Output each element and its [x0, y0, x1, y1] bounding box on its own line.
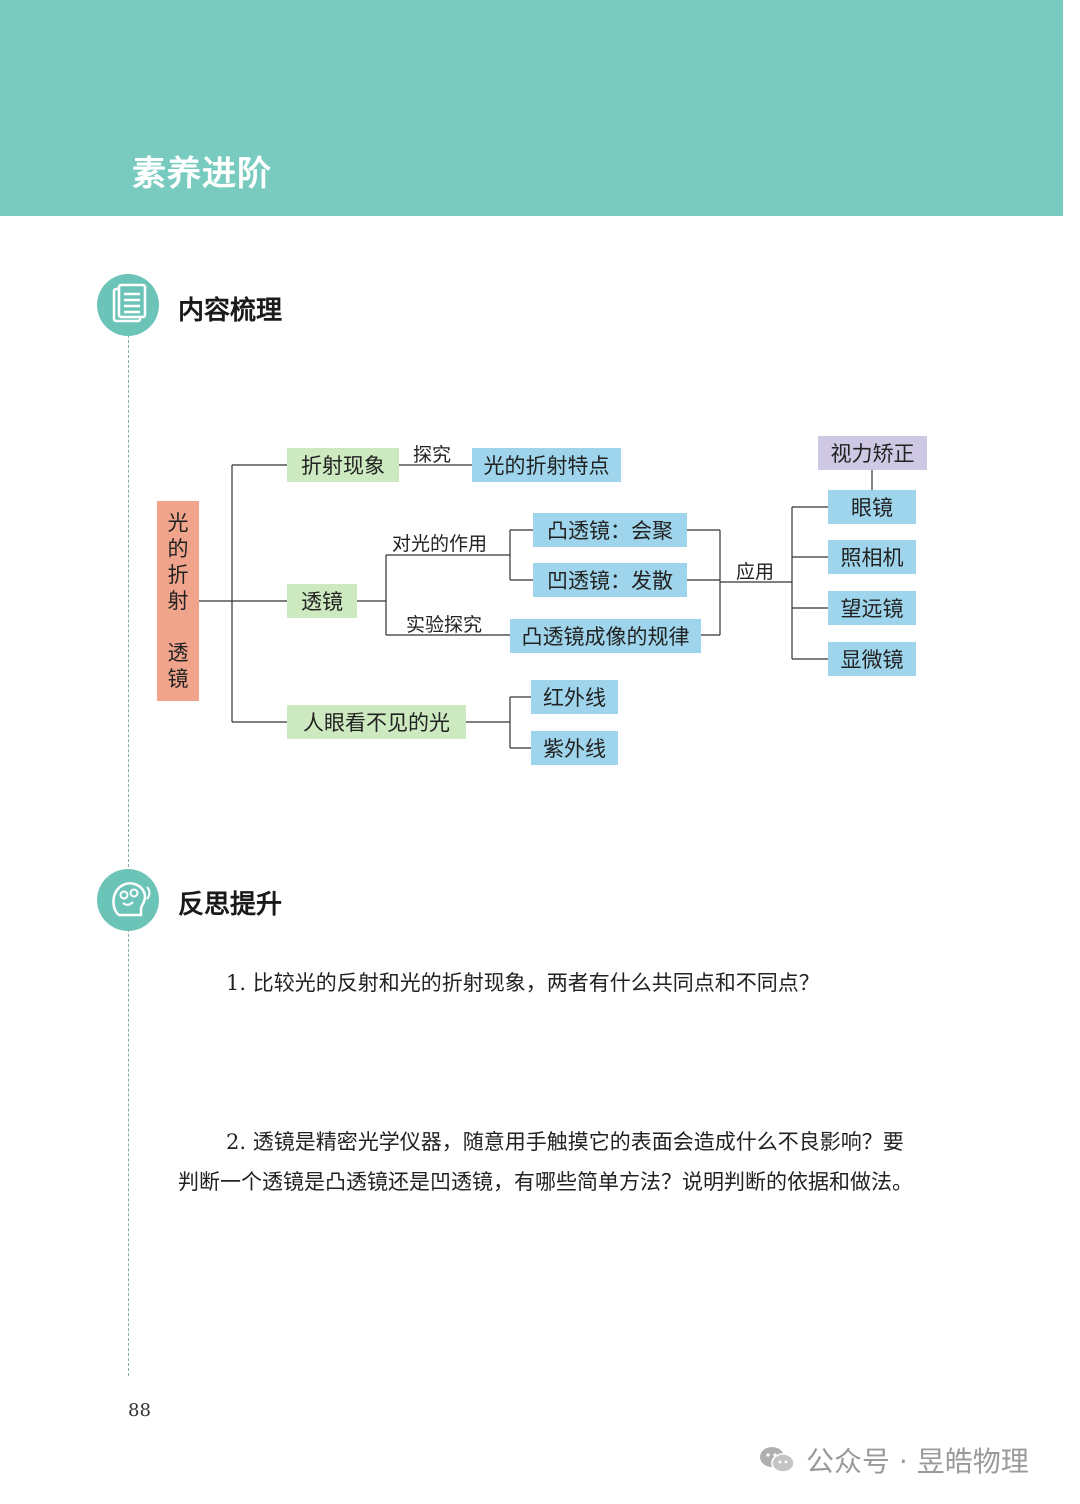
- watermark: 公众号 · 昱皓物理: [758, 1440, 1029, 1480]
- watermark-text: 公众号 · 昱皓物理: [806, 1445, 1029, 1478]
- node-vision-correction: 视力矫正: [818, 436, 927, 470]
- thinking-head-icon: [97, 869, 159, 931]
- label-apply: 应用: [736, 561, 775, 583]
- label-experiment: 实验探究: [406, 614, 483, 636]
- map-root-node: 光 的 折 射 透 镜: [157, 501, 199, 701]
- node-concave-diverge: 凹透镜：发散: [533, 563, 687, 597]
- node-lens: 透镜: [287, 584, 357, 618]
- node-app-camera: 照相机: [828, 540, 916, 574]
- section-divider-line: [128, 330, 129, 1376]
- page-title: 素养进阶: [132, 154, 272, 194]
- node-invisible-light: 人眼看不见的光: [287, 705, 466, 739]
- root-char: 光: [167, 511, 189, 535]
- root-char: 的: [167, 537, 189, 561]
- question-2: 2. 透镜是精密光学仪器，随意用手触摸它的表面会造成什么不良影响？要判断一个透镜…: [178, 1130, 913, 1194]
- root-char: 射: [167, 589, 189, 613]
- section-title-reflect: 反思提升: [178, 890, 283, 920]
- root-char: 镜: [167, 667, 189, 691]
- node-app-telescope: 望远镜: [828, 591, 916, 625]
- header-band: [0, 0, 1063, 216]
- node-refraction-features: 光的折射特点: [472, 448, 621, 482]
- section-title-outline: 内容梳理: [178, 296, 283, 326]
- label-explore: 探究: [413, 444, 452, 466]
- node-refraction: 折射现象: [287, 448, 399, 482]
- node-app-microscope: 显微镜: [828, 642, 916, 676]
- document-list-icon: [97, 274, 159, 336]
- node-ultraviolet: 紫外线: [531, 731, 618, 765]
- node-convex-imaging: 凸透镜成像的规律: [510, 619, 701, 653]
- root-char: 折: [167, 563, 189, 587]
- node-app-glasses: 眼镜: [828, 490, 916, 524]
- question-1: 1. 比较光的反射和光的折射现象，两者有什么共同点和不同点？: [226, 971, 820, 995]
- root-char: 透: [167, 641, 189, 665]
- label-effect: 对光的作用: [392, 533, 488, 555]
- node-infrared: 红外线: [531, 680, 618, 714]
- node-convex-converge: 凸透镜：会聚: [533, 513, 687, 547]
- wechat-icon: [760, 1447, 795, 1473]
- page-number: 88: [128, 1400, 151, 1421]
